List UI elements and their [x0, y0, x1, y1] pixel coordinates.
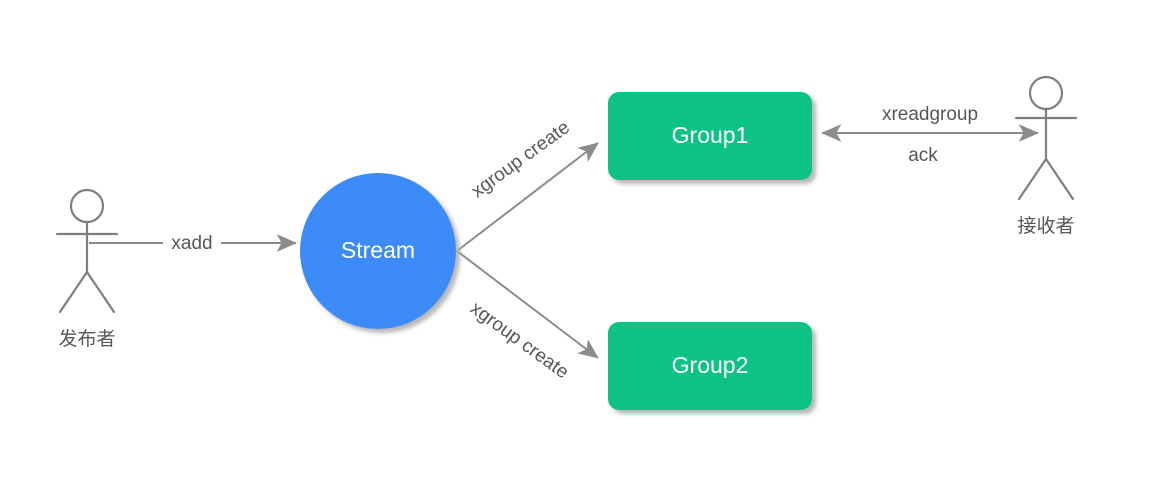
edge-label-bg-xadd — [163, 229, 221, 257]
edge-label-xadd: xadd — [171, 233, 212, 254]
stream-label: Stream — [341, 237, 415, 263]
node-group2[interactable]: Group2 — [608, 322, 812, 410]
node-receiver-actor[interactable]: 接收者 — [1014, 75, 1078, 237]
group2-box[interactable] — [608, 322, 812, 410]
edge-publisher-to-stream: xadd — [89, 229, 297, 257]
receiver-label: 接收者 — [1017, 215, 1074, 237]
receiver-leg-right-icon — [1044, 157, 1075, 201]
group2-label: Group2 — [672, 352, 749, 378]
publisher-leg-left-icon — [58, 270, 89, 314]
group1-label: Group1 — [672, 122, 749, 148]
edge-label-xreadgroup: xreadgroup — [882, 104, 978, 125]
edge-line-xgroup-create-2 — [456, 250, 599, 359]
edge-label-bg-xgroup-create-1 — [457, 108, 584, 211]
edge-label-xgroup-create-1: xgroup create — [468, 117, 574, 202]
edge-stream-to-group2: xgroup create — [456, 250, 599, 392]
edge-label-group-xgroup-create-2: xgroup create — [456, 289, 583, 392]
group1-box[interactable] — [608, 92, 812, 180]
receiver-head-icon — [1028, 75, 1064, 111]
edge-label-xgroup-create-2: xgroup create — [466, 298, 572, 383]
edge-label-group-xgroup-create-1: xgroup create — [457, 108, 584, 211]
node-group1[interactable]: Group1 — [608, 92, 812, 180]
edge-stream-to-group1: xgroup create — [456, 108, 599, 252]
node-stream[interactable]: Stream — [300, 173, 456, 329]
publisher-leg-right-icon — [85, 270, 116, 314]
receiver-leg-left-icon — [1017, 157, 1048, 201]
edge-line-xgroup-create-1 — [456, 142, 599, 252]
edge-label-ack: ack — [908, 145, 938, 166]
edge-label-bg-xgroup-create-2 — [456, 289, 583, 392]
node-publisher-actor[interactable]: 发布者 — [55, 188, 119, 350]
publisher-label: 发布者 — [58, 328, 115, 350]
stream-circle[interactable] — [300, 173, 456, 329]
edge-group1-receiver: xreadgroup ack — [821, 104, 1039, 166]
publisher-head-icon — [69, 188, 105, 224]
